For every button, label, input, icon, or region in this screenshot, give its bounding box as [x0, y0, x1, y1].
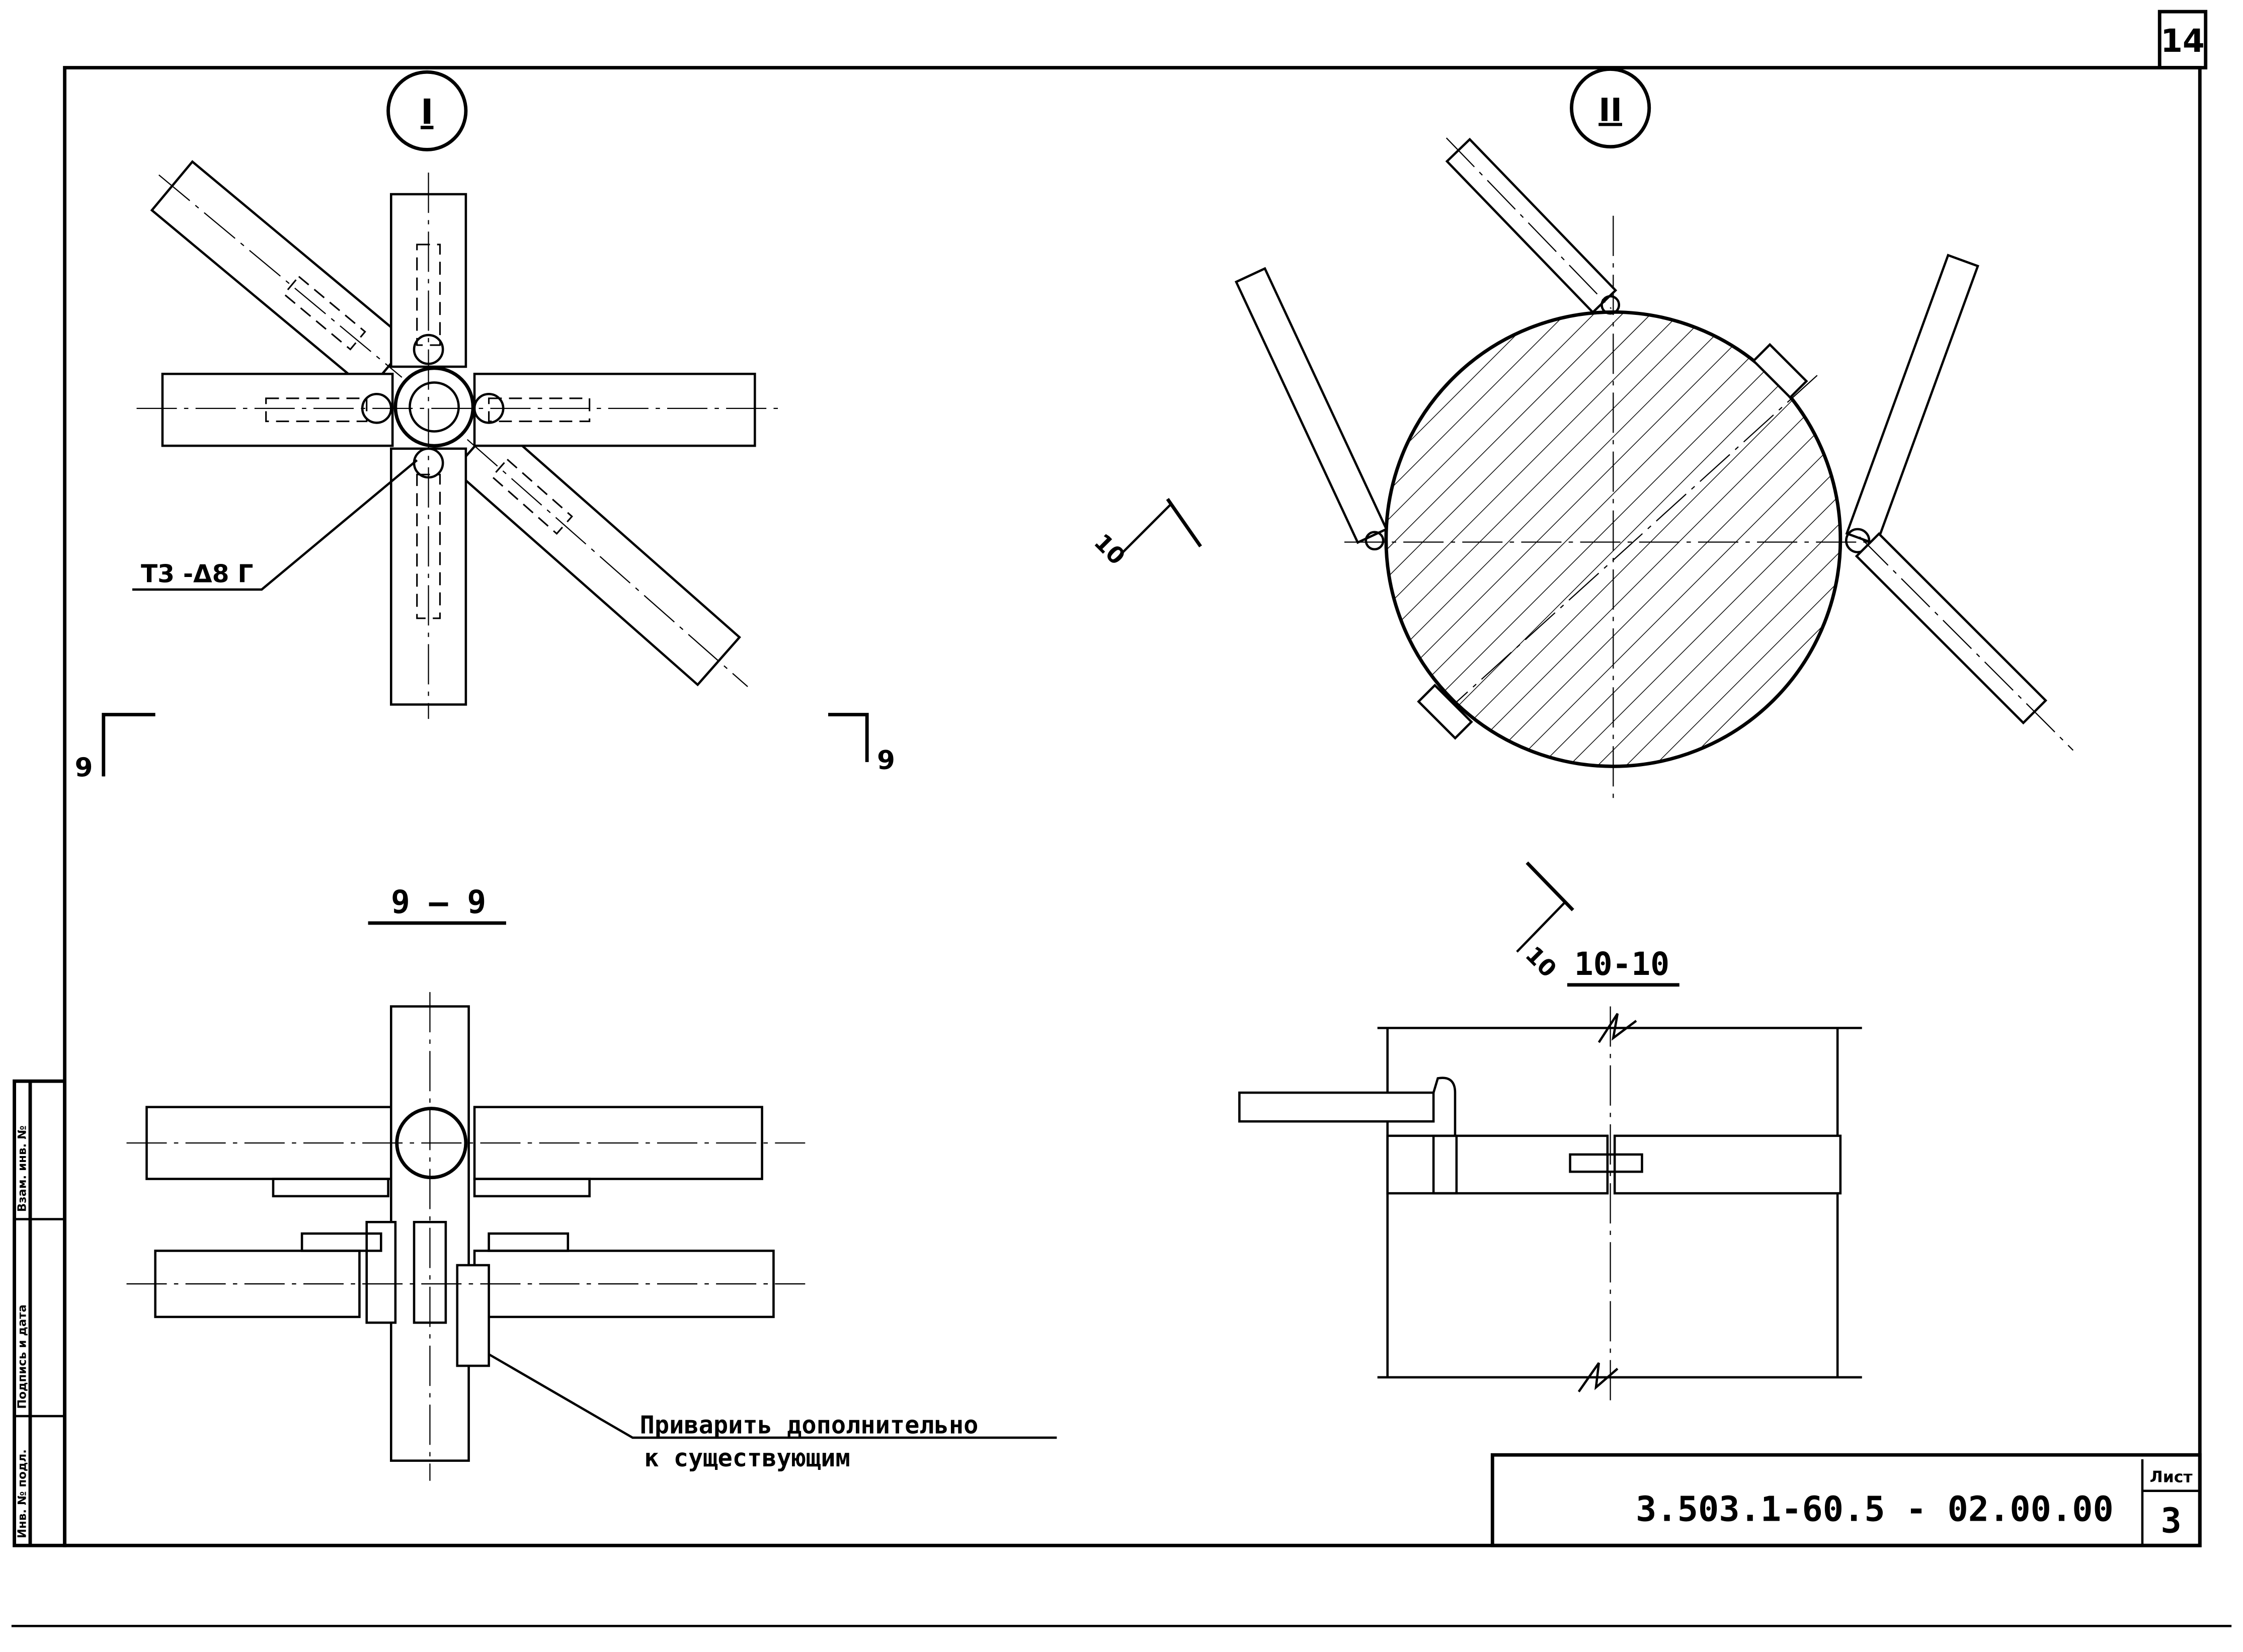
- section-9-9-title: 9 – 9: [391, 884, 486, 921]
- drawing-designation: 3.503.1-60.5 - 02.00.00: [1636, 1490, 2114, 1530]
- center-ring: [393, 366, 475, 448]
- corner-sheet-number: 14: [2160, 23, 2204, 59]
- pipe-left: [161, 372, 394, 447]
- stamp-inv-number: Инв. № подл.: [16, 1449, 29, 1538]
- view-1-marker: [386, 70, 468, 151]
- stamp-signature-date: Подпись и дата: [16, 1304, 29, 1409]
- pipe-right: [473, 372, 756, 447]
- stamp-replaced-inv: Взам. инв. №: [16, 1125, 29, 1212]
- rod-left: [1234, 267, 1388, 544]
- weld-note: Т3 -Δ8 Г: [141, 560, 253, 589]
- corner-number-box: [2157, 10, 2208, 69]
- sheet-frame: 14: [11, 10, 2232, 1627]
- title-block: 3.503.1-60.5 - 02.00.00 Лист 3: [1490, 1453, 2202, 1547]
- section-9-mark-left: 9: [75, 753, 93, 783]
- section-9-mark-right: 9: [877, 746, 895, 776]
- section-9-9: 9 – 9 Приварить дополнительно к существу…: [126, 884, 1057, 1481]
- view-2: II 10 10: [1089, 67, 2074, 982]
- pipe-diagonal-upper: [150, 160, 411, 392]
- sheet-number: 3: [2160, 1501, 2181, 1541]
- view-1-label: I: [421, 92, 434, 132]
- rod-right: [1845, 254, 1979, 546]
- pipe-diagonal-lower: [452, 421, 748, 687]
- weld-extra-note-line2: к существующим: [644, 1444, 850, 1472]
- view-1: I Т3 -Δ8 Г: [75, 70, 895, 783]
- section-10-10-title: 10-10: [1574, 946, 1669, 982]
- bolt-upper: [1752, 343, 1808, 399]
- view-2-marker: [1570, 67, 1651, 149]
- sheet-label: Лист: [2150, 1468, 2193, 1486]
- view-2-label: II: [1598, 92, 1622, 128]
- rod-top-left: [1445, 137, 1618, 314]
- side-stamp: Инв. № подл. Подпись и дата Взам. инв. №: [13, 1079, 67, 1547]
- bolt-lower: [1417, 684, 1473, 740]
- weld-extra-note-line1: Приварить дополнительно: [640, 1411, 979, 1439]
- section-10-mark-top: 10: [1089, 529, 1130, 570]
- section-10-mark-bottom: 10: [1520, 941, 1561, 982]
- rod-lower-right: [1855, 532, 2074, 751]
- section-10-10: 10-10: [1238, 946, 1862, 1402]
